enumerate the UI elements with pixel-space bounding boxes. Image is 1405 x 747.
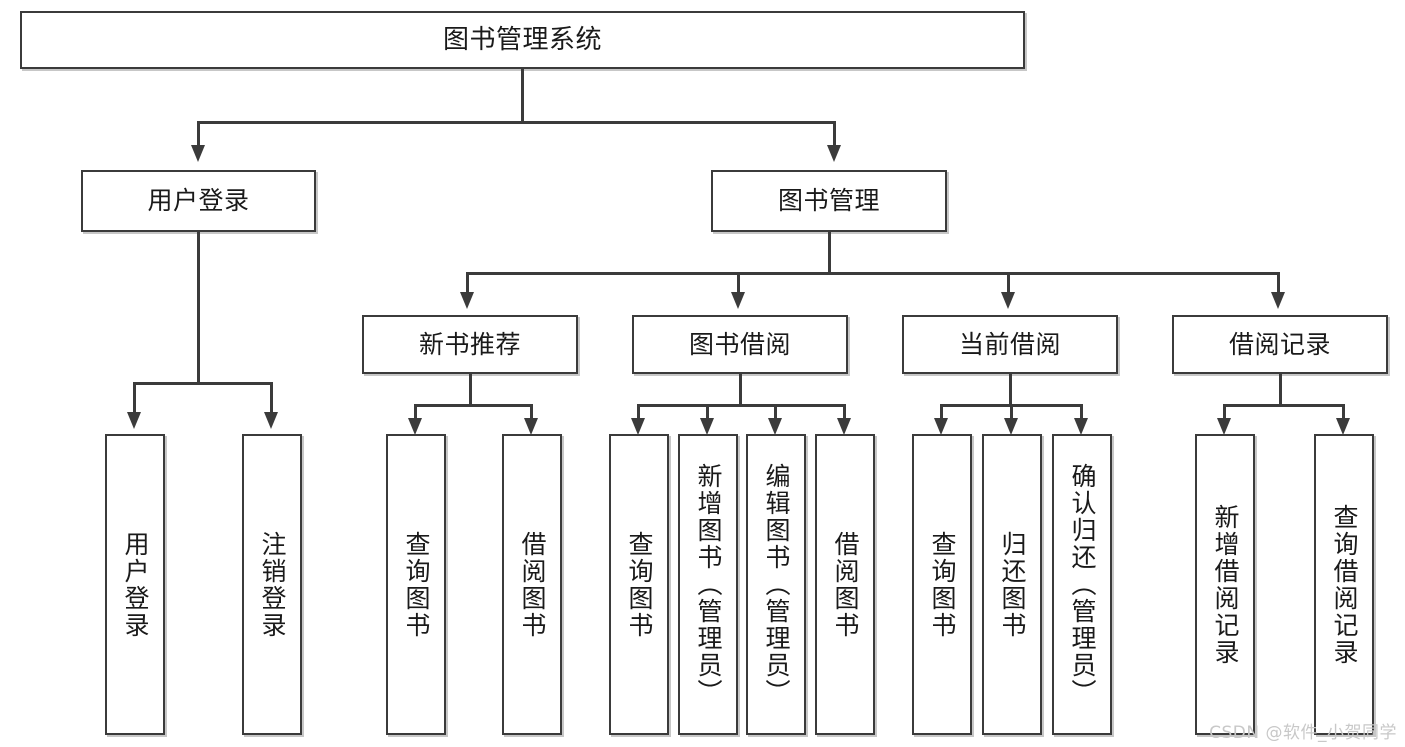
node-label: 查询图书 <box>625 530 654 639</box>
node-label: 图书管理 <box>777 186 880 216</box>
leaf-confirm-return-admin[interactable]: 确认归还（管理员） <box>1052 434 1112 735</box>
connector-current-borrow-stem <box>1009 374 1012 406</box>
node-book-management[interactable]: 图书管理 <box>711 170 947 232</box>
leaf-query-borrow-record[interactable]: 查询借阅记录 <box>1314 434 1374 735</box>
node-label: 注销登录 <box>258 530 287 639</box>
connector-user-login-leaf2 <box>270 382 273 414</box>
arrowhead-cb-leaf3 <box>1074 418 1088 435</box>
connector-book-borrow-bar <box>637 404 845 407</box>
node-new-book-recommend[interactable]: 新书推荐 <box>362 315 578 374</box>
arrowhead-br-leaf1 <box>1217 418 1231 435</box>
node-label: 新增借阅记录 <box>1211 503 1240 666</box>
connector-bb-leaf4 <box>843 404 846 422</box>
connector-to-book-borrow <box>737 272 740 294</box>
node-user-login[interactable]: 用户登录 <box>81 170 316 232</box>
connector-bb-leaf1 <box>637 404 640 422</box>
connector-user-login-leaf1 <box>133 382 136 414</box>
leaf-query-book-current[interactable]: 查询图书 <box>912 434 972 735</box>
leaf-borrow-book-borrow[interactable]: 借阅图书 <box>815 434 875 735</box>
leaf-query-book-borrow[interactable]: 查询图书 <box>609 434 669 735</box>
leaf-borrow-book-newbook[interactable]: 借阅图书 <box>502 434 562 735</box>
csdn-watermark: CSDN @软件_小贺同学 <box>1209 723 1397 743</box>
connector-user-login-bar <box>133 382 270 385</box>
arrowhead-br-leaf2 <box>1336 418 1350 435</box>
connector-br-leaf1 <box>1223 404 1226 422</box>
connector-cb-leaf1 <box>940 404 943 422</box>
connector-root-bar <box>197 121 835 124</box>
leaf-logout[interactable]: 注销登录 <box>242 434 302 735</box>
connector-br-leaf2 <box>1342 404 1345 422</box>
connector-to-borrow-record <box>1277 272 1280 294</box>
node-label: 用户登录 <box>147 186 250 216</box>
arrowhead-bb-leaf2 <box>700 418 714 435</box>
connector-user-login-stem <box>197 232 200 384</box>
leaf-add-borrow-record[interactable]: 新增借阅记录 <box>1195 434 1255 735</box>
connector-borrow-record-bar <box>1223 404 1344 407</box>
node-label: 新增图书（管理员） <box>694 463 723 706</box>
connector-bb-leaf3 <box>774 404 777 422</box>
connector-nbr-leaf1 <box>414 404 417 422</box>
leaf-query-book-newbook[interactable]: 查询图书 <box>386 434 446 735</box>
leaf-return-book[interactable]: 归还图书 <box>982 434 1042 735</box>
arrowhead-user-login <box>191 145 205 162</box>
node-borrow-record[interactable]: 借阅记录 <box>1172 315 1388 374</box>
node-current-borrow[interactable]: 当前借阅 <box>902 315 1118 374</box>
arrowhead-leaf-user-login <box>127 412 141 429</box>
node-label: 查询借阅记录 <box>1330 503 1359 666</box>
connector-cb-leaf3 <box>1080 404 1083 422</box>
node-label: 图书管理系统 <box>442 24 602 55</box>
node-label: 编辑图书（管理员） <box>762 463 791 706</box>
leaf-add-book-admin[interactable]: 新增图书（管理员） <box>678 434 738 735</box>
arrowhead-book-borrow <box>731 292 745 309</box>
connector-bb-leaf2 <box>706 404 709 422</box>
connector-book-mgmt-bar <box>466 272 1279 275</box>
node-label: 查询图书 <box>928 530 957 639</box>
node-label: 借阅图书 <box>518 530 547 639</box>
node-label: 借阅记录 <box>1228 329 1331 359</box>
connector-to-current-borrow <box>1007 272 1010 294</box>
arrowhead-cb-leaf1 <box>934 418 948 435</box>
node-book-borrow[interactable]: 图书借阅 <box>632 315 848 374</box>
node-label: 归还图书 <box>998 530 1027 639</box>
node-label: 确认归还（管理员） <box>1068 463 1097 706</box>
arrowhead-nbr-leaf1 <box>408 418 422 435</box>
connector-new-book-rec-bar <box>414 404 532 407</box>
connector-to-user-login <box>197 121 200 147</box>
leaf-edit-book-admin[interactable]: 编辑图书（管理员） <box>746 434 806 735</box>
arrowhead-new-book-rec <box>460 292 474 309</box>
arrowhead-leaf-logout <box>264 412 278 429</box>
arrowhead-bb-leaf3 <box>768 418 782 435</box>
connector-to-book-mgmt <box>833 121 836 147</box>
connector-root-stem <box>521 69 524 123</box>
connector-cb-leaf2 <box>1010 404 1013 422</box>
node-label: 新书推荐 <box>418 329 521 359</box>
arrowhead-current-borrow <box>1001 292 1015 309</box>
connector-nbr-leaf2 <box>530 404 533 422</box>
arrowhead-bb-leaf1 <box>631 418 645 435</box>
node-label: 当前借阅 <box>958 329 1061 359</box>
arrowhead-bb-leaf4 <box>837 418 851 435</box>
node-label: 图书借阅 <box>688 329 791 359</box>
connector-borrow-record-stem <box>1279 374 1282 406</box>
connector-book-mgmt-stem <box>828 232 831 274</box>
leaf-user-login[interactable]: 用户登录 <box>105 434 165 735</box>
node-root-system[interactable]: 图书管理系统 <box>20 11 1025 69</box>
connector-to-new-book-rec <box>466 272 469 294</box>
arrowhead-cb-leaf2 <box>1004 418 1018 435</box>
node-label: 查询图书 <box>402 530 431 639</box>
arrowhead-book-mgmt <box>827 145 841 162</box>
connector-book-borrow-stem <box>739 374 742 406</box>
node-label: 用户登录 <box>121 530 150 639</box>
connector-new-book-rec-stem <box>469 374 472 406</box>
node-label: 借阅图书 <box>831 530 860 639</box>
arrowhead-borrow-record <box>1271 292 1285 309</box>
arrowhead-nbr-leaf2 <box>524 418 538 435</box>
